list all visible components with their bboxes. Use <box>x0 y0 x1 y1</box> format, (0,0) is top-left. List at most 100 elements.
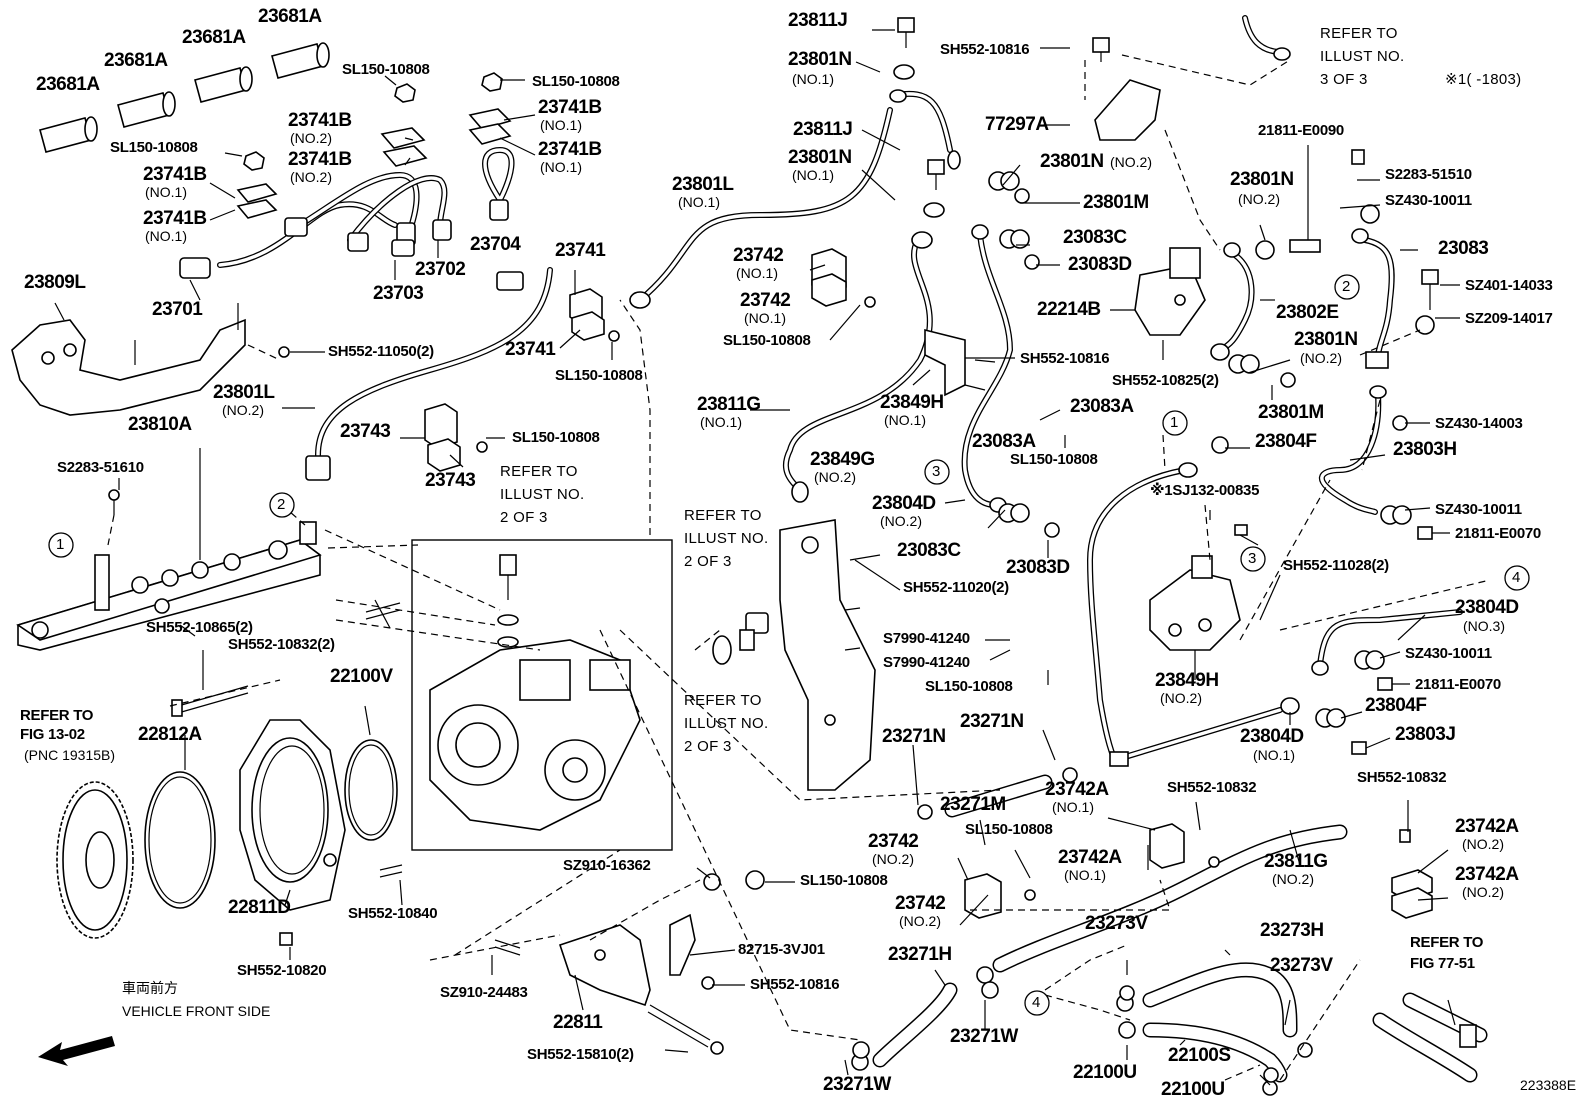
part-label[interactable]: SL150-10808 <box>110 139 198 156</box>
part-label[interactable]: 23083A <box>972 431 1036 452</box>
part-label[interactable]: 22100U <box>1161 1079 1225 1100</box>
part-label[interactable]: ※1SJ132-00835 <box>1150 482 1260 499</box>
part-label[interactable]: 23741B <box>143 208 207 229</box>
part-label[interactable]: 23742 <box>868 831 919 852</box>
part-label[interactable]: SH552-10820 <box>237 962 327 979</box>
part-label[interactable]: 23849H <box>880 392 944 413</box>
part-label[interactable]: 23083C <box>897 540 961 561</box>
part-label[interactable]: 23083A <box>1070 396 1134 417</box>
part-label[interactable]: 23811J <box>793 119 853 140</box>
part-label[interactable]: 23801N <box>1040 151 1104 172</box>
part-label[interactable]: 23742 <box>733 245 784 266</box>
part-label[interactable]: SL150-10808 <box>512 429 600 446</box>
part-label[interactable]: 23801N <box>788 147 852 168</box>
part-label[interactable]: 23741B <box>143 164 207 185</box>
part-label[interactable]: 22100S <box>1168 1045 1231 1066</box>
part-label[interactable]: 23809L <box>24 272 86 293</box>
part-label[interactable]: SL150-10808 <box>555 367 643 384</box>
part-label[interactable]: 23273V <box>1085 913 1148 934</box>
part-label[interactable]: 23743 <box>340 421 391 442</box>
part-label[interactable]: 23849G <box>810 449 875 470</box>
part-label[interactable]: 23742A <box>1455 864 1519 885</box>
part-label[interactable]: 23271W <box>950 1026 1018 1047</box>
part-label[interactable]: 23681A <box>36 74 100 95</box>
part-label[interactable]: 23803J <box>1395 724 1456 745</box>
part-label[interactable]: 23681A <box>182 27 246 48</box>
part-label[interactable]: 23681A <box>258 6 322 27</box>
part-label[interactable]: SL150-10808 <box>342 61 430 78</box>
part-label[interactable]: 23804F <box>1255 431 1317 452</box>
part-label[interactable]: 23810A <box>128 414 192 435</box>
part-label[interactable]: 23742 <box>740 290 791 311</box>
part-label[interactable]: SZ910-16362 <box>563 857 651 874</box>
part-label[interactable]: 23273V <box>1270 955 1333 976</box>
part-label[interactable]: 23801L <box>672 174 734 195</box>
part-label[interactable]: 23083D <box>1068 254 1132 275</box>
part-label[interactable]: 77297A <box>985 114 1049 135</box>
part-label[interactable]: 23849H <box>1155 670 1219 691</box>
part-label[interactable]: SH552-10832 <box>1357 769 1447 786</box>
part-label[interactable]: 23804F <box>1365 695 1427 716</box>
part-label[interactable]: SZ430-10011 <box>1435 501 1522 518</box>
part-label[interactable]: SH552-10816 <box>750 976 840 993</box>
part-label[interactable]: SH552-10832 <box>1167 779 1257 796</box>
part-label[interactable]: 22812A <box>138 724 202 745</box>
part-label[interactable]: 23271N <box>960 711 1024 732</box>
part-label[interactable]: SH552-15810(2) <box>527 1046 634 1063</box>
part-label[interactable]: SL150-10808 <box>532 73 620 90</box>
part-label[interactable]: SZ430-10011 <box>1405 645 1492 662</box>
part-label[interactable]: 23083 <box>1438 238 1489 259</box>
part-label[interactable]: 23804D <box>1455 597 1519 618</box>
part-label[interactable]: 23271M <box>940 794 1006 815</box>
part-label[interactable]: SH552-11020(2) <box>903 579 1009 596</box>
part-label[interactable]: 23811G <box>1264 851 1328 872</box>
part-label[interactable]: SZ209-14017 <box>1465 310 1553 327</box>
part-label[interactable]: 23811J <box>788 10 848 31</box>
part-label[interactable]: 23742A <box>1455 816 1519 837</box>
part-label[interactable]: 21811-E0090 <box>1258 122 1344 139</box>
part-label[interactable]: 23271W <box>823 1074 891 1095</box>
part-label[interactable]: SZ430-14003 <box>1435 415 1523 432</box>
part-label[interactable]: SL150-10808 <box>723 332 811 349</box>
part-label[interactable]: 23083D <box>1006 557 1070 578</box>
part-label[interactable]: 23802E <box>1276 302 1339 323</box>
part-label[interactable]: SL150-10808 <box>800 872 888 889</box>
part-label[interactable]: SH552-10840 <box>348 905 438 922</box>
part-label[interactable]: 23681A <box>104 50 168 71</box>
part-label[interactable]: 23271H <box>888 944 952 965</box>
part-label[interactable]: SZ910-24483 <box>440 984 528 1001</box>
part-label[interactable]: 23741B <box>538 97 602 118</box>
part-label[interactable]: 22811 <box>553 1012 603 1033</box>
part-label[interactable]: 22100V <box>330 666 393 687</box>
part-label[interactable]: 23811G <box>697 394 761 415</box>
part-label[interactable]: SL150-10808 <box>965 821 1053 838</box>
part-label[interactable]: SL150-10808 <box>1010 451 1098 468</box>
part-label[interactable]: 23704 <box>470 234 521 255</box>
part-label[interactable]: S7990-41240 <box>883 654 970 671</box>
part-label[interactable]: 23083C <box>1063 227 1127 248</box>
part-label[interactable]: 23703 <box>373 283 424 304</box>
part-label[interactable]: 22100U <box>1073 1062 1137 1083</box>
part-label[interactable]: 82715-3VJ01 <box>738 941 825 958</box>
part-label[interactable]: 23741B <box>288 149 352 170</box>
part-label[interactable]: 21811-E0070 <box>1455 525 1541 542</box>
part-label[interactable]: 23741B <box>288 110 352 131</box>
part-label[interactable]: 23742A <box>1045 779 1109 800</box>
part-label[interactable]: SH552-10816 <box>1020 350 1110 367</box>
part-label[interactable]: 23741 <box>555 240 606 261</box>
part-label[interactable]: SZ401-14033 <box>1465 277 1553 294</box>
part-label[interactable]: 23741 <box>505 339 556 360</box>
part-label[interactable]: 23801N <box>1294 329 1358 350</box>
part-label[interactable]: 23801M <box>1258 402 1324 423</box>
part-label[interactable]: 23743 <box>425 470 476 491</box>
part-label[interactable]: 23804D <box>872 493 936 514</box>
part-label[interactable]: 23801L <box>213 382 275 403</box>
part-label[interactable]: 23742 <box>895 893 946 914</box>
part-label[interactable]: SL150-10808 <box>925 678 1013 695</box>
part-label[interactable]: 23273H <box>1260 920 1324 941</box>
part-label[interactable]: 22214B <box>1037 299 1101 320</box>
part-label[interactable]: SZ430-10011 <box>1385 192 1472 209</box>
part-label[interactable]: 23701 <box>152 299 203 320</box>
part-label[interactable]: 23801N <box>1230 169 1294 190</box>
part-label[interactable]: 23801N <box>788 49 852 70</box>
